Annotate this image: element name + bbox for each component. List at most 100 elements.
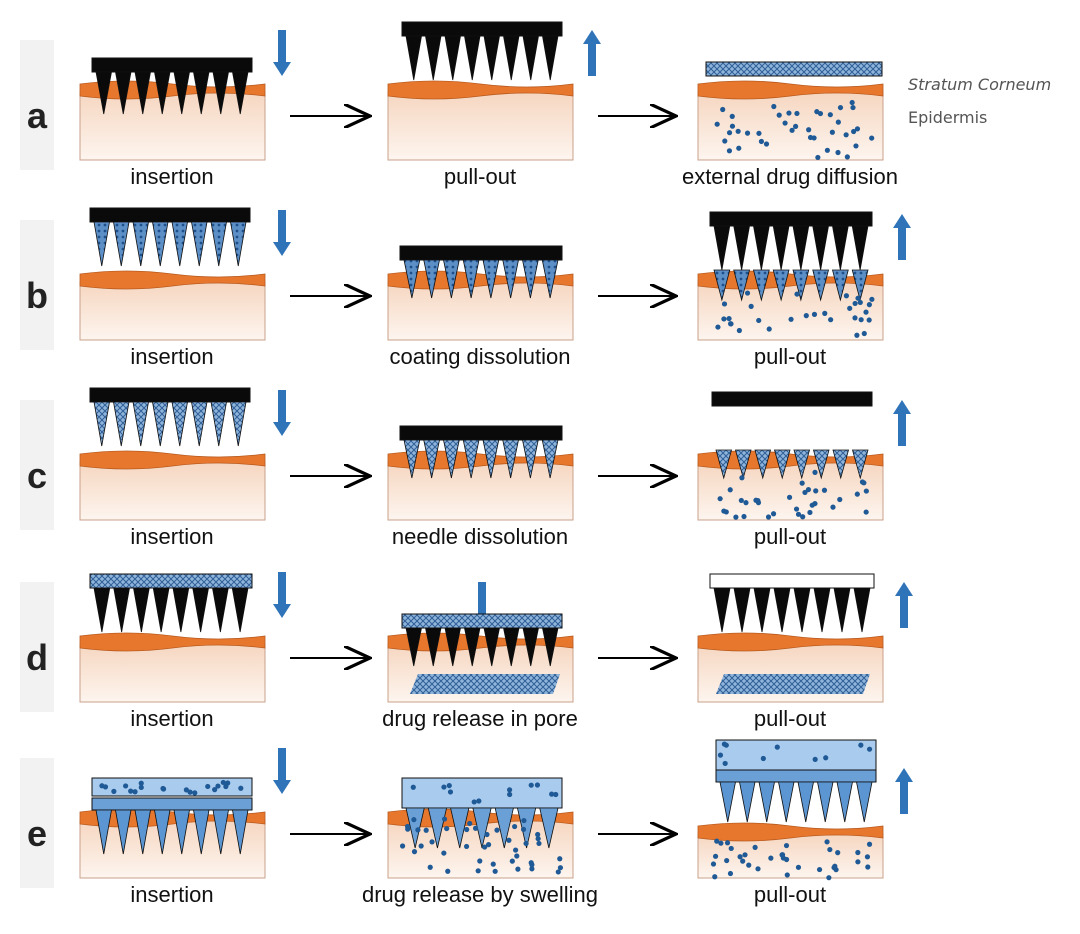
- drug-particle: [854, 126, 861, 132]
- drug-particle: [727, 870, 734, 877]
- panel-step-2: drug release in pore: [382, 582, 578, 731]
- drug-particle: [850, 104, 856, 111]
- stratum-corneum-label: Stratum Corneum: [908, 75, 1051, 94]
- needle: [210, 221, 227, 267]
- drug-particle: [102, 784, 109, 790]
- needle: [134, 71, 151, 115]
- needle: [230, 221, 247, 267]
- needle-base: [91, 57, 253, 73]
- panel-step-2: needle dissolution: [387, 425, 574, 549]
- drug-particle: [512, 823, 518, 830]
- needle: [210, 401, 227, 447]
- needle: [503, 35, 520, 81]
- epidermis-block: [697, 91, 884, 161]
- drug-particle: [729, 113, 735, 119]
- drug-particle: [521, 817, 527, 824]
- drug-particle: [768, 855, 774, 861]
- drug-particle: [523, 840, 529, 847]
- drug-particle: [238, 785, 244, 791]
- drug-particle: [490, 861, 496, 867]
- drug-particle: [756, 317, 762, 324]
- panel-insertion: insertion: [79, 748, 291, 907]
- drug-particle: [723, 509, 729, 515]
- stratum-corneum-layer: [387, 80, 574, 100]
- drug-particle: [795, 511, 802, 517]
- drug-particle: [779, 852, 785, 858]
- needle: [93, 587, 111, 633]
- needle: [212, 587, 229, 633]
- needle-base: [401, 21, 563, 37]
- drug-particle: [220, 779, 226, 786]
- needle: [733, 587, 751, 633]
- coating-residue: [792, 269, 810, 302]
- drug-particle: [429, 839, 435, 845]
- needle: [134, 809, 151, 855]
- needle: [851, 225, 869, 271]
- stratum-corneum-layer: [79, 632, 266, 652]
- drug-particle: [811, 135, 817, 141]
- needle: [231, 587, 249, 633]
- up-arrow: [895, 582, 913, 628]
- drug-particle: [802, 489, 808, 496]
- needle: [427, 807, 448, 849]
- needle: [758, 781, 775, 823]
- row-letter-label: d: [26, 637, 48, 678]
- drug-particle: [852, 315, 858, 321]
- needle: [192, 587, 209, 633]
- needle: [522, 35, 539, 81]
- hydrogel-base: [91, 797, 253, 811]
- needle: [132, 221, 149, 267]
- drug-particle: [514, 853, 520, 859]
- needle: [113, 221, 130, 267]
- drug-particle: [837, 104, 844, 111]
- drug-reservoir: [715, 739, 877, 771]
- drug-particle: [485, 842, 492, 848]
- drug-particle: [863, 309, 869, 315]
- up-arrow: [893, 214, 911, 260]
- drug-particle: [557, 856, 563, 862]
- panel-insertion: insertion: [79, 207, 291, 369]
- drug-particle: [712, 874, 718, 880]
- needle: [539, 807, 559, 849]
- drug-particle: [714, 838, 720, 844]
- drug-particle: [824, 147, 830, 153]
- needle: [733, 225, 750, 271]
- drug-particle: [445, 868, 451, 874]
- empty-reservoir: [709, 573, 875, 589]
- needle: [191, 221, 208, 267]
- drug-particle: [520, 826, 527, 832]
- needle-base: [709, 211, 873, 227]
- letter-panel: [20, 400, 54, 530]
- needle: [423, 439, 440, 479]
- needle: [154, 809, 171, 855]
- needle: [191, 401, 208, 447]
- drug-particle: [411, 849, 418, 855]
- drug-particle: [727, 487, 733, 493]
- drug-particle: [528, 782, 534, 788]
- drug-particle: [509, 858, 515, 864]
- drug-particle: [717, 752, 724, 758]
- drug-particle: [535, 831, 541, 838]
- drug-particle: [826, 875, 832, 881]
- drug-particle: [528, 860, 534, 866]
- drug-particle: [467, 820, 473, 827]
- drug-particle: [858, 742, 864, 748]
- drug-particle: [837, 496, 843, 503]
- drug-particle: [792, 123, 799, 130]
- stratum-corneum-layer: [697, 632, 884, 652]
- drug-particle: [743, 500, 749, 506]
- drug-particle: [212, 787, 218, 793]
- drug-particle: [726, 315, 732, 322]
- drug-particle: [799, 480, 805, 486]
- drug-particle: [748, 303, 754, 309]
- needle: [173, 809, 190, 855]
- epidermis-block: [79, 281, 266, 341]
- drug-particle: [721, 301, 728, 307]
- caption-step-3: pull-out: [754, 882, 826, 907]
- drug-particle: [765, 514, 772, 520]
- needle: [778, 781, 795, 823]
- stratum-corneum-layer: [79, 450, 266, 470]
- drug-particle: [863, 488, 869, 494]
- letter-panel: [20, 758, 54, 888]
